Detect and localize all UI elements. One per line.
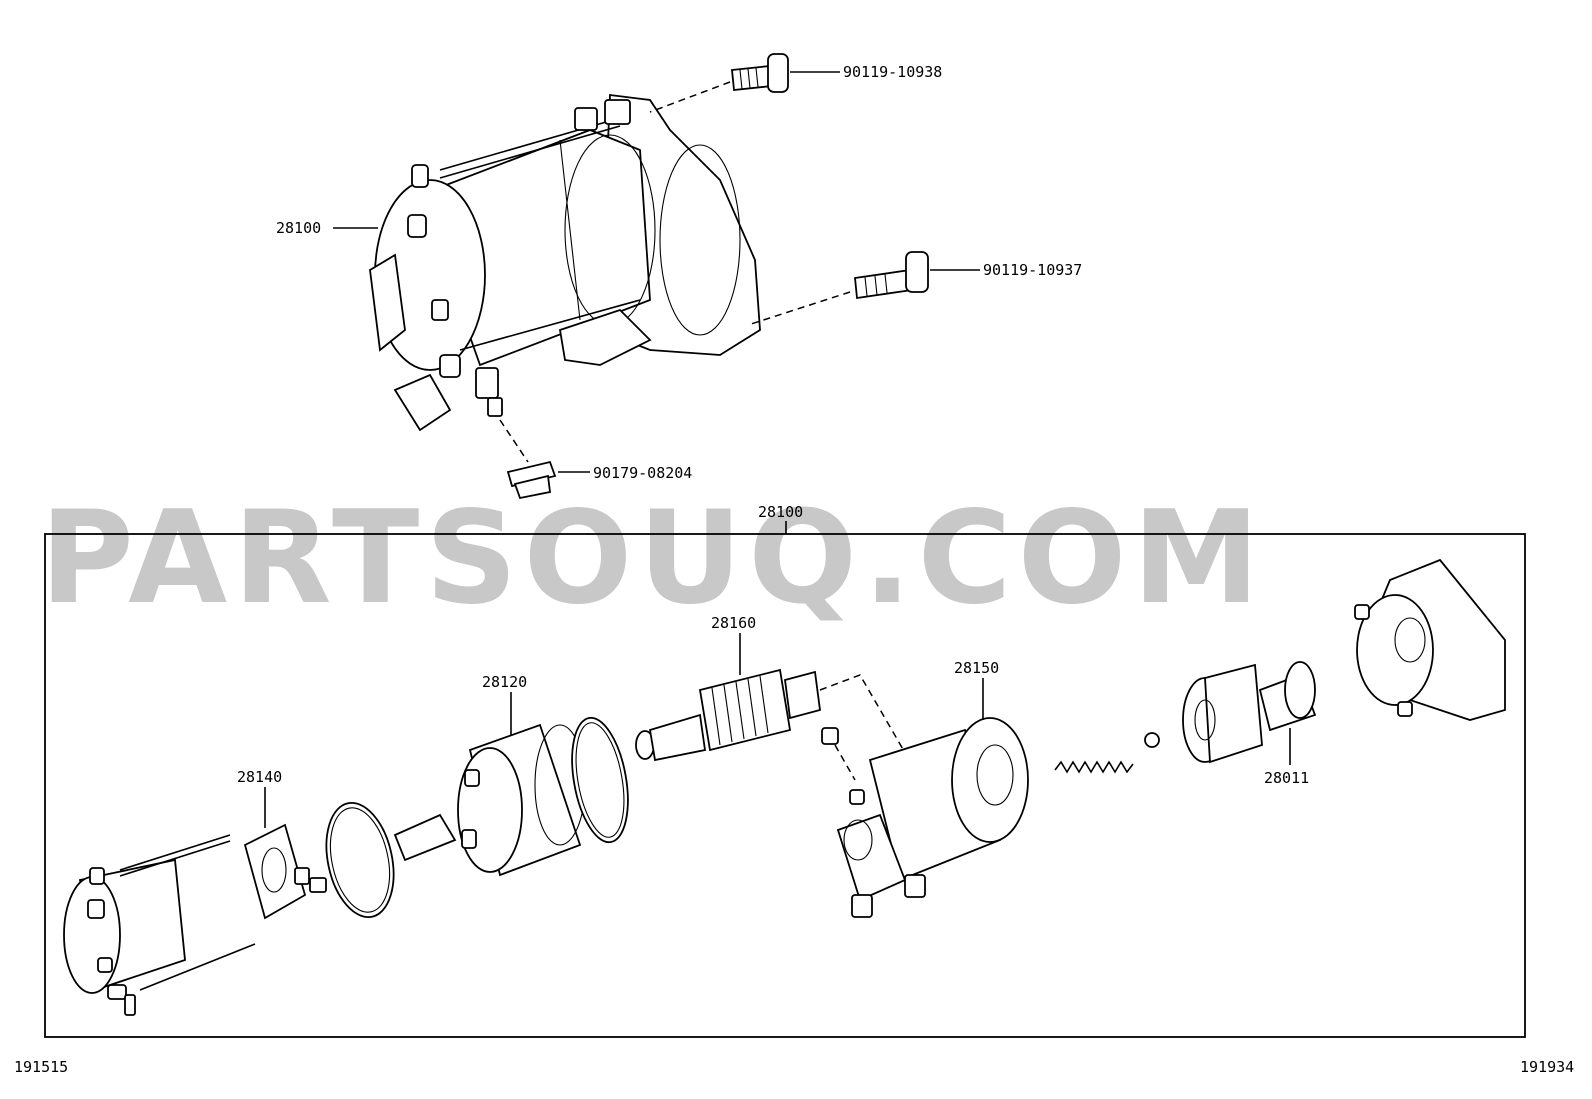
bolt-lower[interactable] <box>854 251 929 300</box>
drive-housing[interactable] <box>1354 558 1506 721</box>
steel-ball[interactable] <box>1144 732 1160 748</box>
yoke[interactable] <box>393 723 586 877</box>
bolt-upper[interactable] <box>731 53 789 93</box>
starter-clutch[interactable] <box>1182 661 1317 764</box>
commutator-end-frame[interactable] <box>63 834 256 1016</box>
label-bolt-lower: 90119-10937 <box>983 261 1082 279</box>
nut[interactable] <box>506 460 557 500</box>
brush-holder[interactable] <box>243 823 327 920</box>
label-nut: 90179-08204 <box>593 464 692 482</box>
return-spring[interactable] <box>1054 760 1134 774</box>
label-clutch: 28011 <box>1264 769 1309 787</box>
footer-right-code: 191934 <box>1520 1058 1574 1076</box>
label-magnetic-switch: 28150 <box>954 659 999 677</box>
watermark: PARTSOUQ.COM <box>40 484 1266 633</box>
label-brush-holder: 28140 <box>237 768 282 786</box>
plunger-cap[interactable] <box>821 727 839 745</box>
footer-left-code: 191515 <box>14 1058 68 1076</box>
label-starter-assy: 28100 <box>276 219 321 237</box>
kit-frame <box>44 533 1526 1038</box>
magnetic-switch-housing[interactable] <box>836 717 1029 918</box>
label-yoke: 28120 <box>482 673 527 691</box>
label-armature: 28160 <box>711 614 756 632</box>
armature[interactable] <box>635 668 821 762</box>
label-kit-header: 28100 <box>758 503 803 521</box>
label-bolt-upper: 90119-10938 <box>843 63 942 81</box>
o-ring-left[interactable] <box>317 797 404 924</box>
starter-assembly-drawing[interactable] <box>369 93 761 432</box>
